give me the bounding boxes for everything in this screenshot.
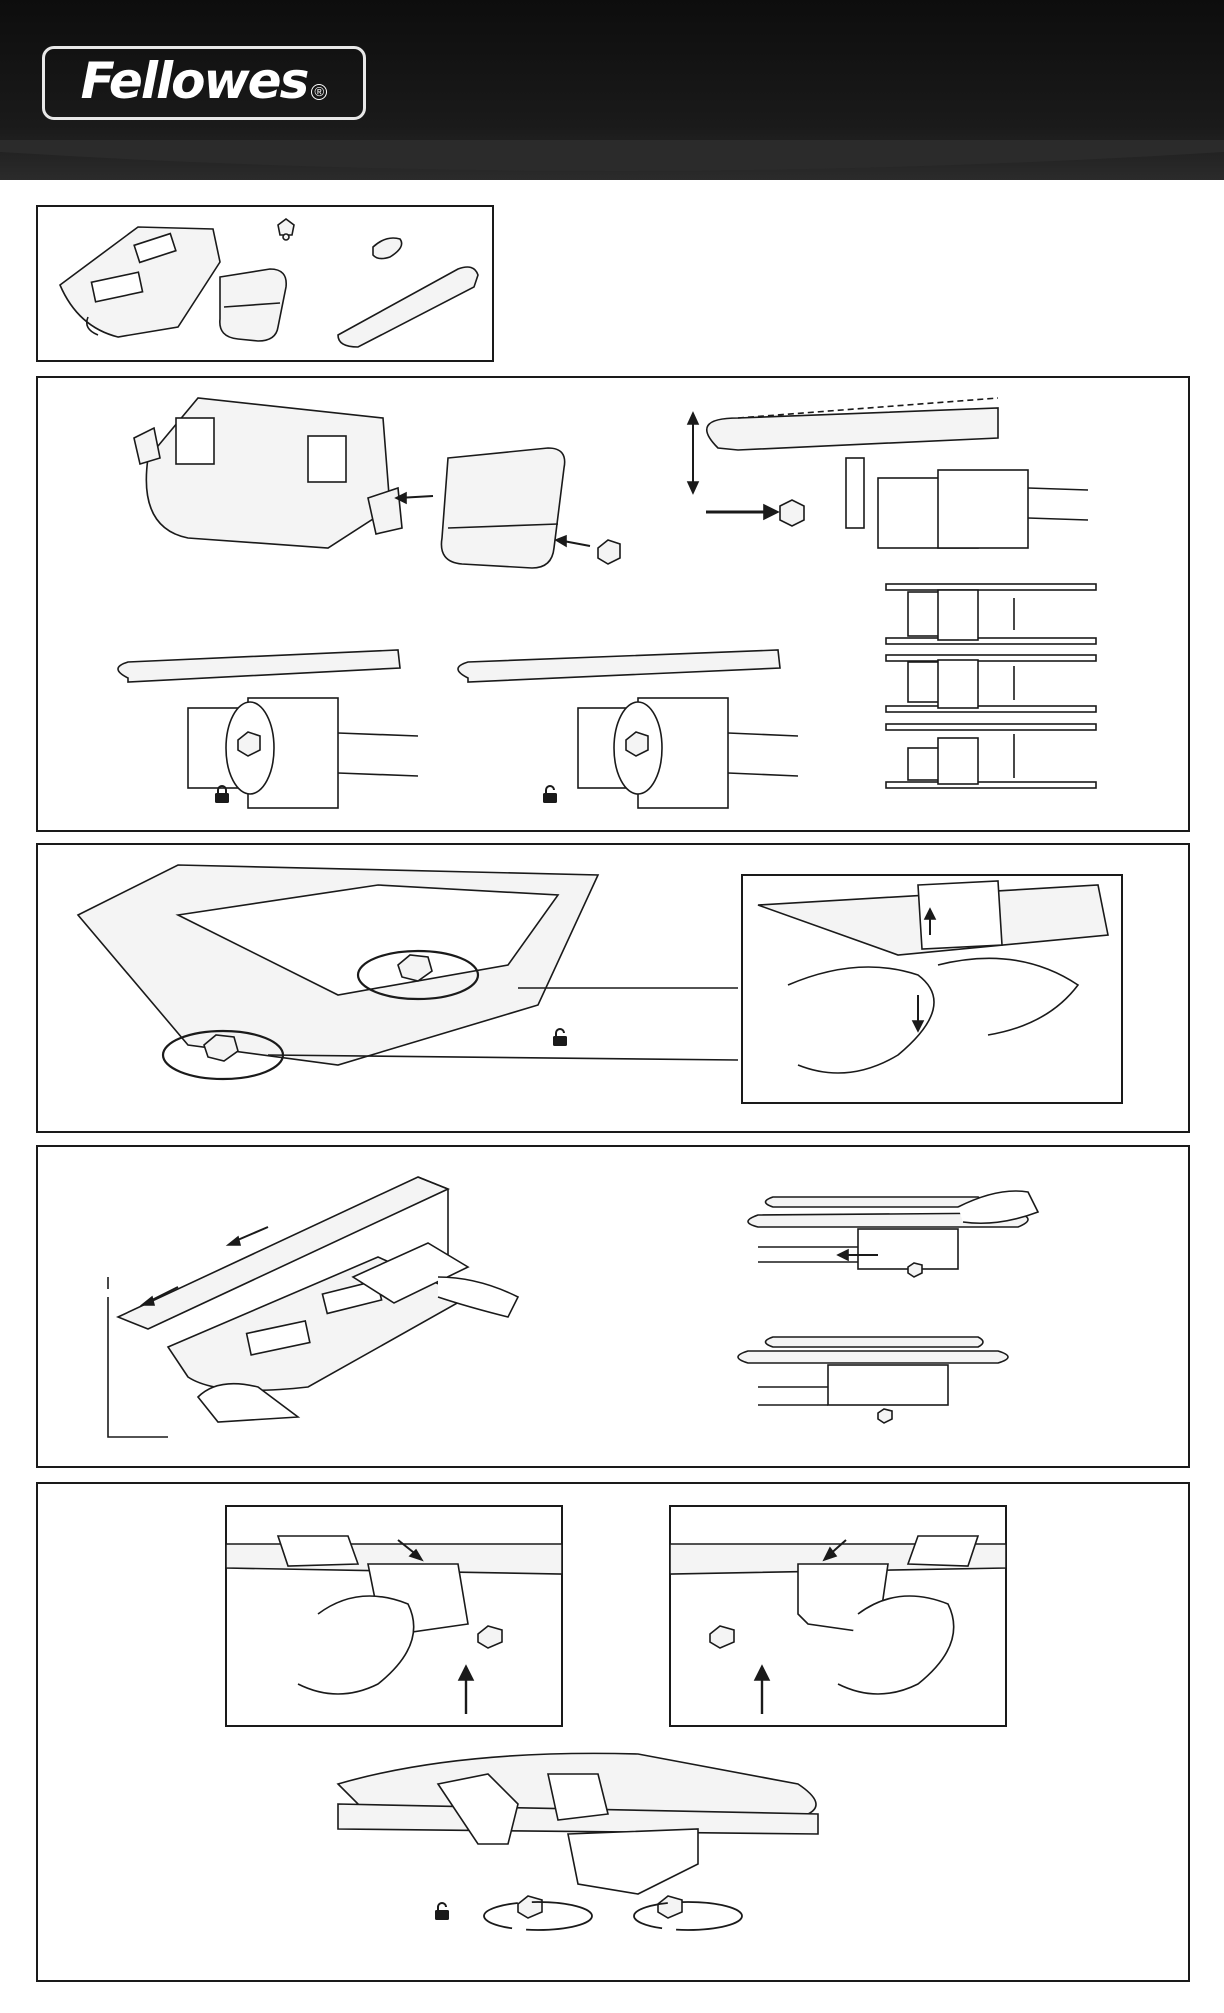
assembly-illustration bbox=[38, 378, 1188, 830]
loosen-knobs-panel bbox=[36, 843, 1190, 1133]
loosen-knobs-illustration bbox=[38, 845, 1188, 1131]
mouse-pad-drawing bbox=[441, 448, 564, 568]
slide-under-desk-illustration bbox=[38, 1147, 1188, 1466]
assembly-panel bbox=[36, 376, 1190, 832]
long-wrist-rest bbox=[338, 267, 478, 347]
small-wrist-rest bbox=[373, 238, 402, 259]
parts-panel bbox=[36, 205, 494, 362]
slide-under-desk-panel bbox=[36, 1145, 1190, 1468]
arm-drawing bbox=[707, 408, 998, 450]
unlock-icon bbox=[434, 1901, 450, 1921]
clamp-view-b bbox=[766, 1337, 984, 1347]
knob-drawing bbox=[598, 540, 620, 564]
armrest-drawing-a bbox=[118, 650, 400, 682]
armrest-drawing-b bbox=[458, 650, 780, 682]
knob-part bbox=[278, 219, 294, 235]
height-positions bbox=[886, 584, 1096, 788]
unlock-icon bbox=[552, 1027, 568, 1047]
unlock-icon bbox=[542, 784, 558, 804]
logo-text: Fellowes bbox=[81, 52, 308, 110]
header-curve bbox=[0, 140, 1224, 200]
lock-icon bbox=[214, 784, 230, 804]
tighten-clamps-panel bbox=[36, 1482, 1190, 1982]
registered-mark: ® bbox=[311, 84, 327, 100]
brand-logo: Fellowes ® bbox=[42, 46, 366, 120]
tighten-clamps-illustration bbox=[38, 1484, 1188, 1980]
clamp-view-a bbox=[766, 1197, 984, 1207]
parts-illustration bbox=[38, 207, 492, 360]
